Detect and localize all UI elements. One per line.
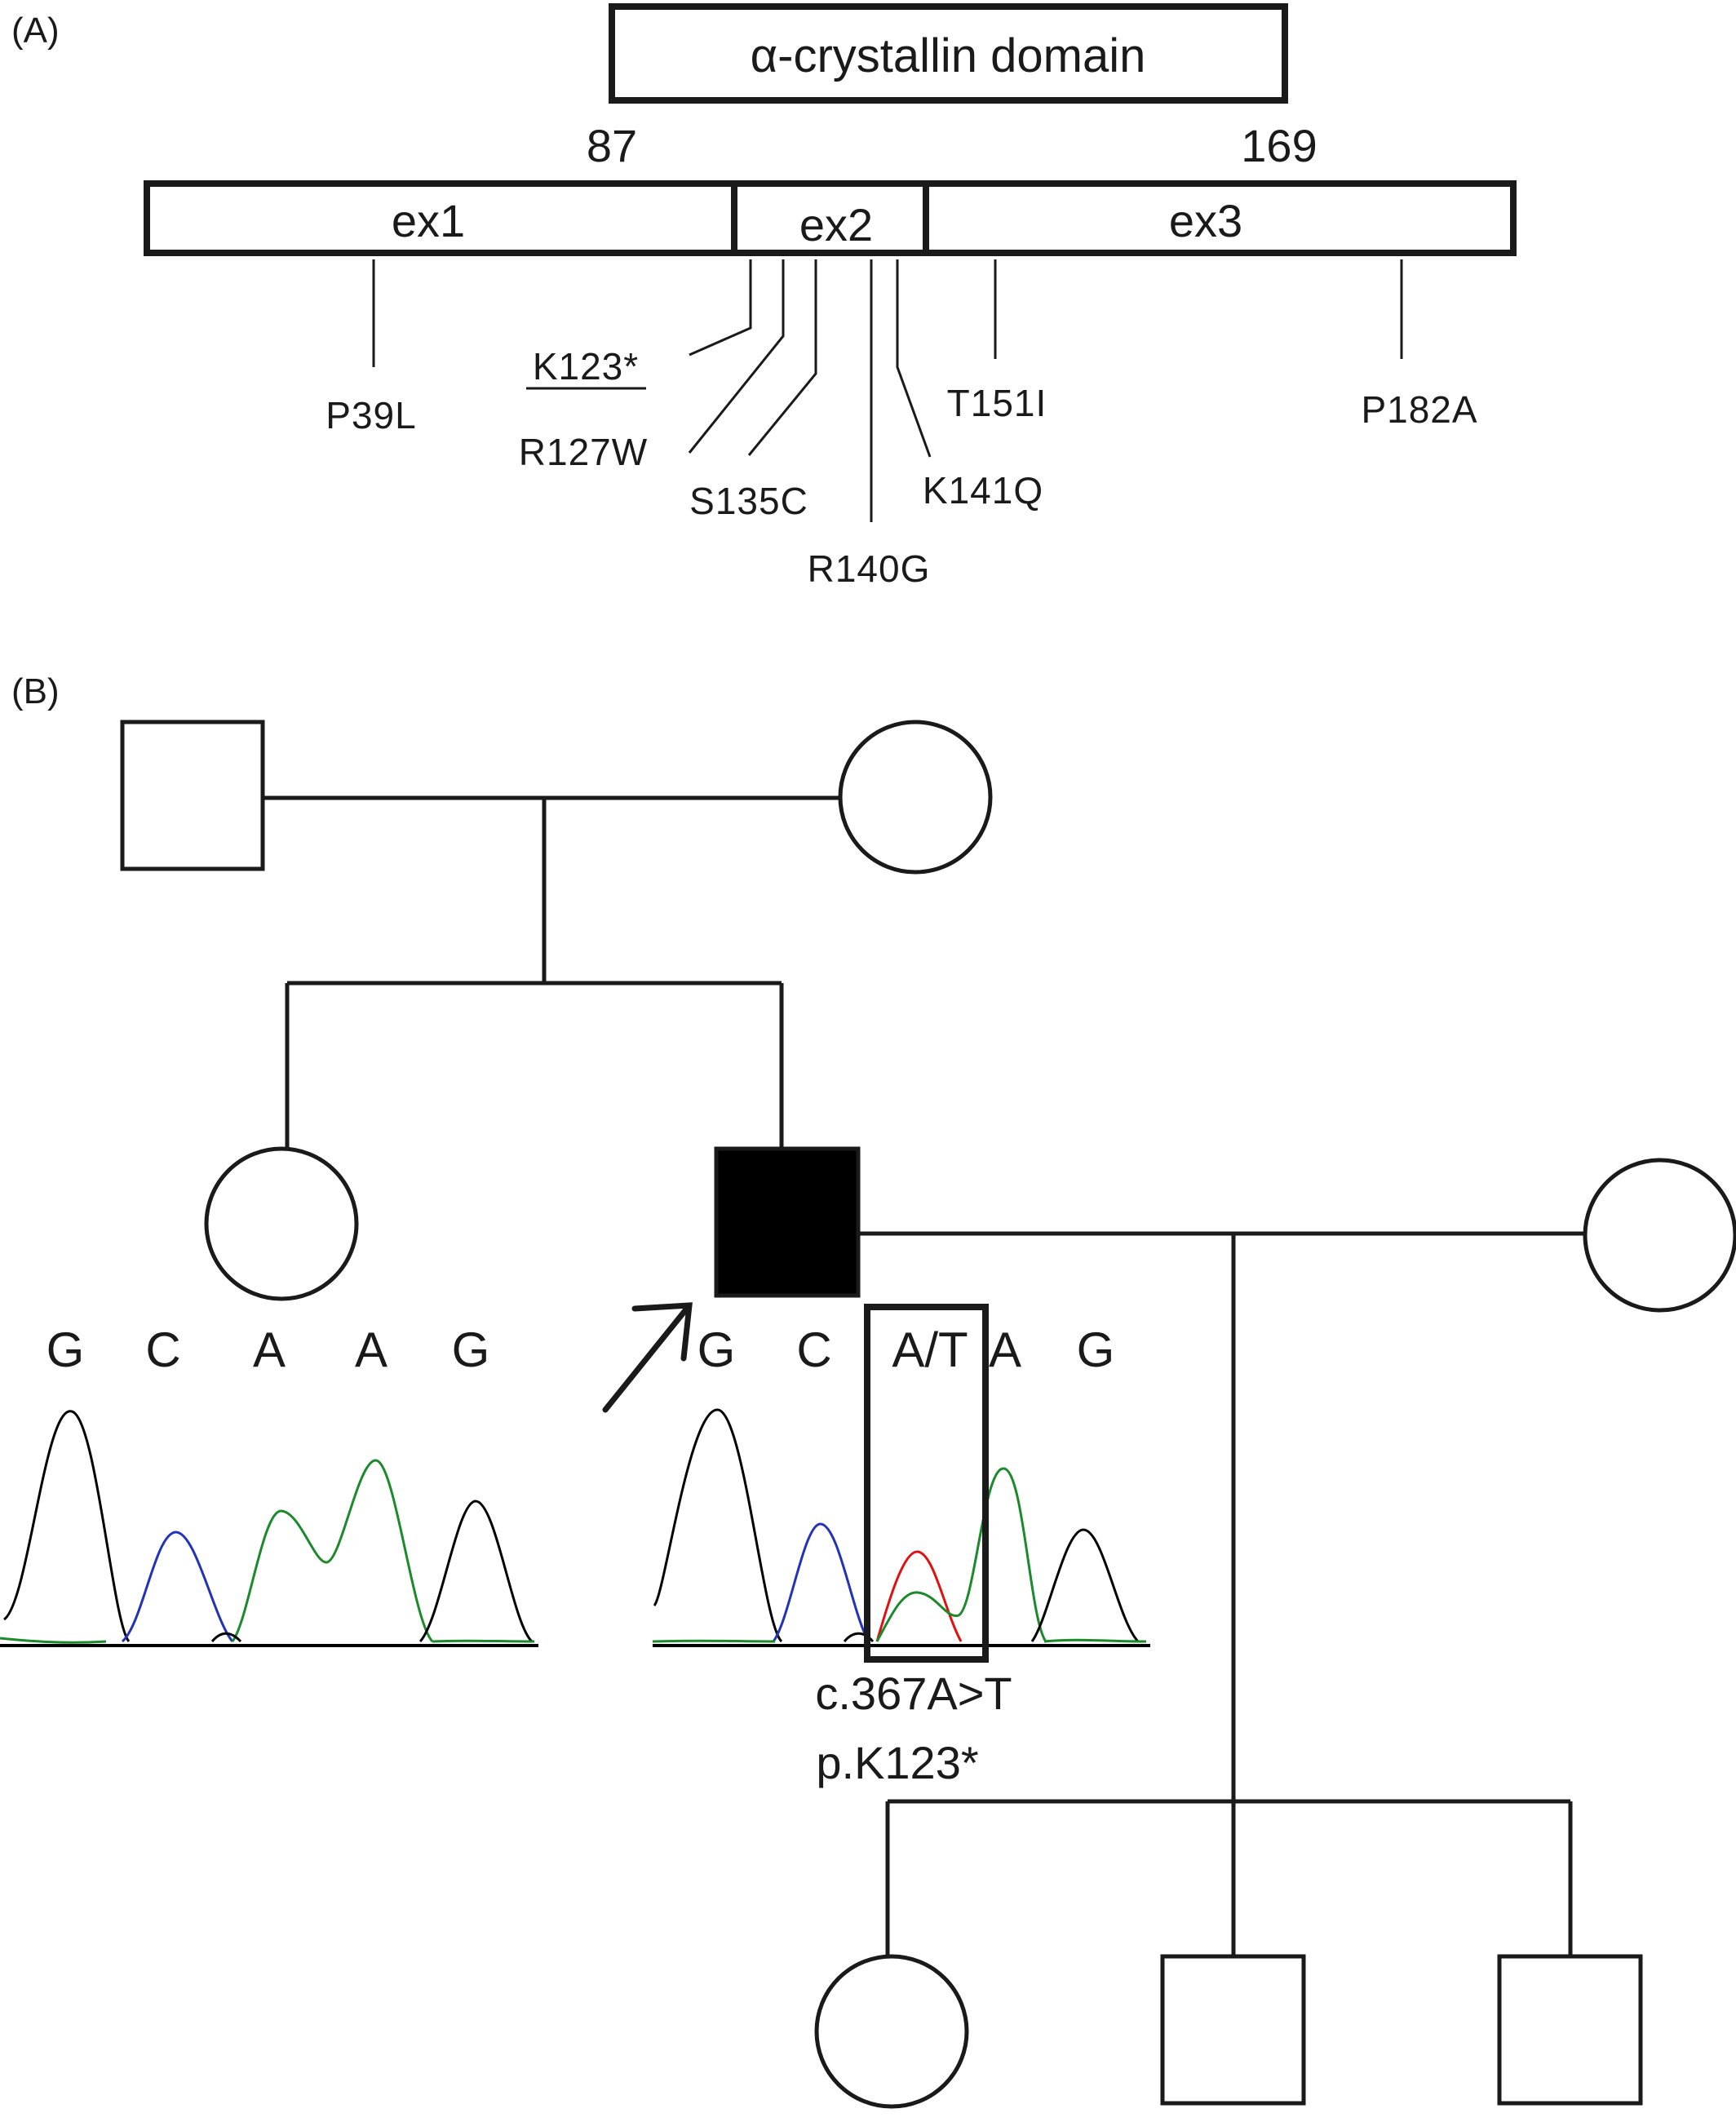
pedigree-sister-unaffected-female xyxy=(204,1146,359,1301)
mutation-leader-lines xyxy=(372,259,1403,522)
proband-arrow-icon xyxy=(602,1302,693,1413)
pedigree-grandmother-unaffected-female xyxy=(838,720,993,875)
trace-control-g1 xyxy=(2,1410,131,1643)
trace-proband-c xyxy=(772,1522,870,1642)
panel-a: (A) α-crystallin domain 87 169 ex1 ex2 e… xyxy=(11,3,1517,590)
trace-control-noise-black xyxy=(210,1632,242,1643)
mutation-p39l: P39L xyxy=(326,394,416,436)
domain-start-position: 87 xyxy=(587,120,637,171)
gene-bar xyxy=(144,180,1517,256)
pedigree-son-2-unaffected-male xyxy=(1497,1954,1643,2106)
proband-base-3-heterozygous: A/T xyxy=(892,1322,968,1377)
leader-r127w xyxy=(688,259,785,454)
chromatogram-proband xyxy=(652,1408,1150,1647)
pedigree-spouse-unaffected-female xyxy=(1583,1158,1736,1313)
domain-end-position: 169 xyxy=(1241,120,1317,171)
panel-b-label: (B) xyxy=(11,671,60,711)
chromatogram-control xyxy=(0,1410,538,1647)
trace-proband-noise xyxy=(652,1638,1147,1643)
leader-k141q xyxy=(896,259,932,458)
variant-cdna-label: c.367A>T xyxy=(815,1668,1012,1719)
panel-b: (B) xyxy=(0,671,1736,2109)
mutation-r140g: R140G xyxy=(808,547,931,590)
alpha-crystallin-domain-box xyxy=(609,3,1288,104)
panel-a-label: (A) xyxy=(11,11,60,51)
trace-control-noise xyxy=(0,1637,535,1644)
mutation-s135c: S135C xyxy=(689,480,808,522)
trace-proband-g2 xyxy=(1030,1528,1140,1643)
control-base-5: G xyxy=(452,1322,490,1377)
leader-k123 xyxy=(689,259,752,357)
variant-highlight-box xyxy=(864,1304,989,1663)
pedigree-proband-affected-male xyxy=(714,1146,861,1298)
leader-s135c xyxy=(747,259,817,456)
control-base-3: A xyxy=(253,1322,286,1377)
proband-base-4: A xyxy=(989,1322,1021,1377)
variant-protein-label: p.K123* xyxy=(816,1737,978,1788)
pedigree-son-1-unaffected-male xyxy=(1160,1954,1306,2106)
proband-base-1: G xyxy=(698,1322,736,1377)
exon-1-label: ex1 xyxy=(392,195,465,246)
mutation-r127w: R127W xyxy=(519,431,648,473)
proband-base-5: G xyxy=(1077,1322,1115,1377)
mutation-t151i: T151I xyxy=(947,382,1047,424)
trace-proband-a-variant xyxy=(875,1467,1047,1642)
exon-2-label: ex2 xyxy=(799,199,873,250)
pedigree-grandfather-unaffected-male xyxy=(120,720,265,871)
trace-control-c xyxy=(121,1531,234,1643)
trace-proband-t-variant xyxy=(875,1550,963,1642)
trace-control-a xyxy=(231,1459,434,1643)
mutation-k123-stop: K123* xyxy=(533,345,639,388)
mutation-p182a: P182A xyxy=(1361,388,1477,431)
pedigree xyxy=(120,720,1736,2109)
proband-base-calls: G C A/T A G xyxy=(698,1322,1115,1377)
exon-3-label: ex3 xyxy=(1169,195,1242,246)
pedigree-daughter-unaffected-female xyxy=(814,1954,969,2109)
control-base-calls: G C A A G xyxy=(46,1322,490,1377)
proband-base-2: C xyxy=(796,1322,831,1377)
trace-proband-g1 xyxy=(653,1408,783,1643)
alpha-crystallin-domain-label: α-crystallin domain xyxy=(751,29,1146,82)
control-base-2: C xyxy=(145,1322,180,1377)
control-base-1: G xyxy=(46,1322,85,1377)
trace-control-g2 xyxy=(418,1500,534,1643)
mutation-k141q: K141Q xyxy=(923,469,1043,512)
control-base-4: A xyxy=(355,1322,388,1377)
